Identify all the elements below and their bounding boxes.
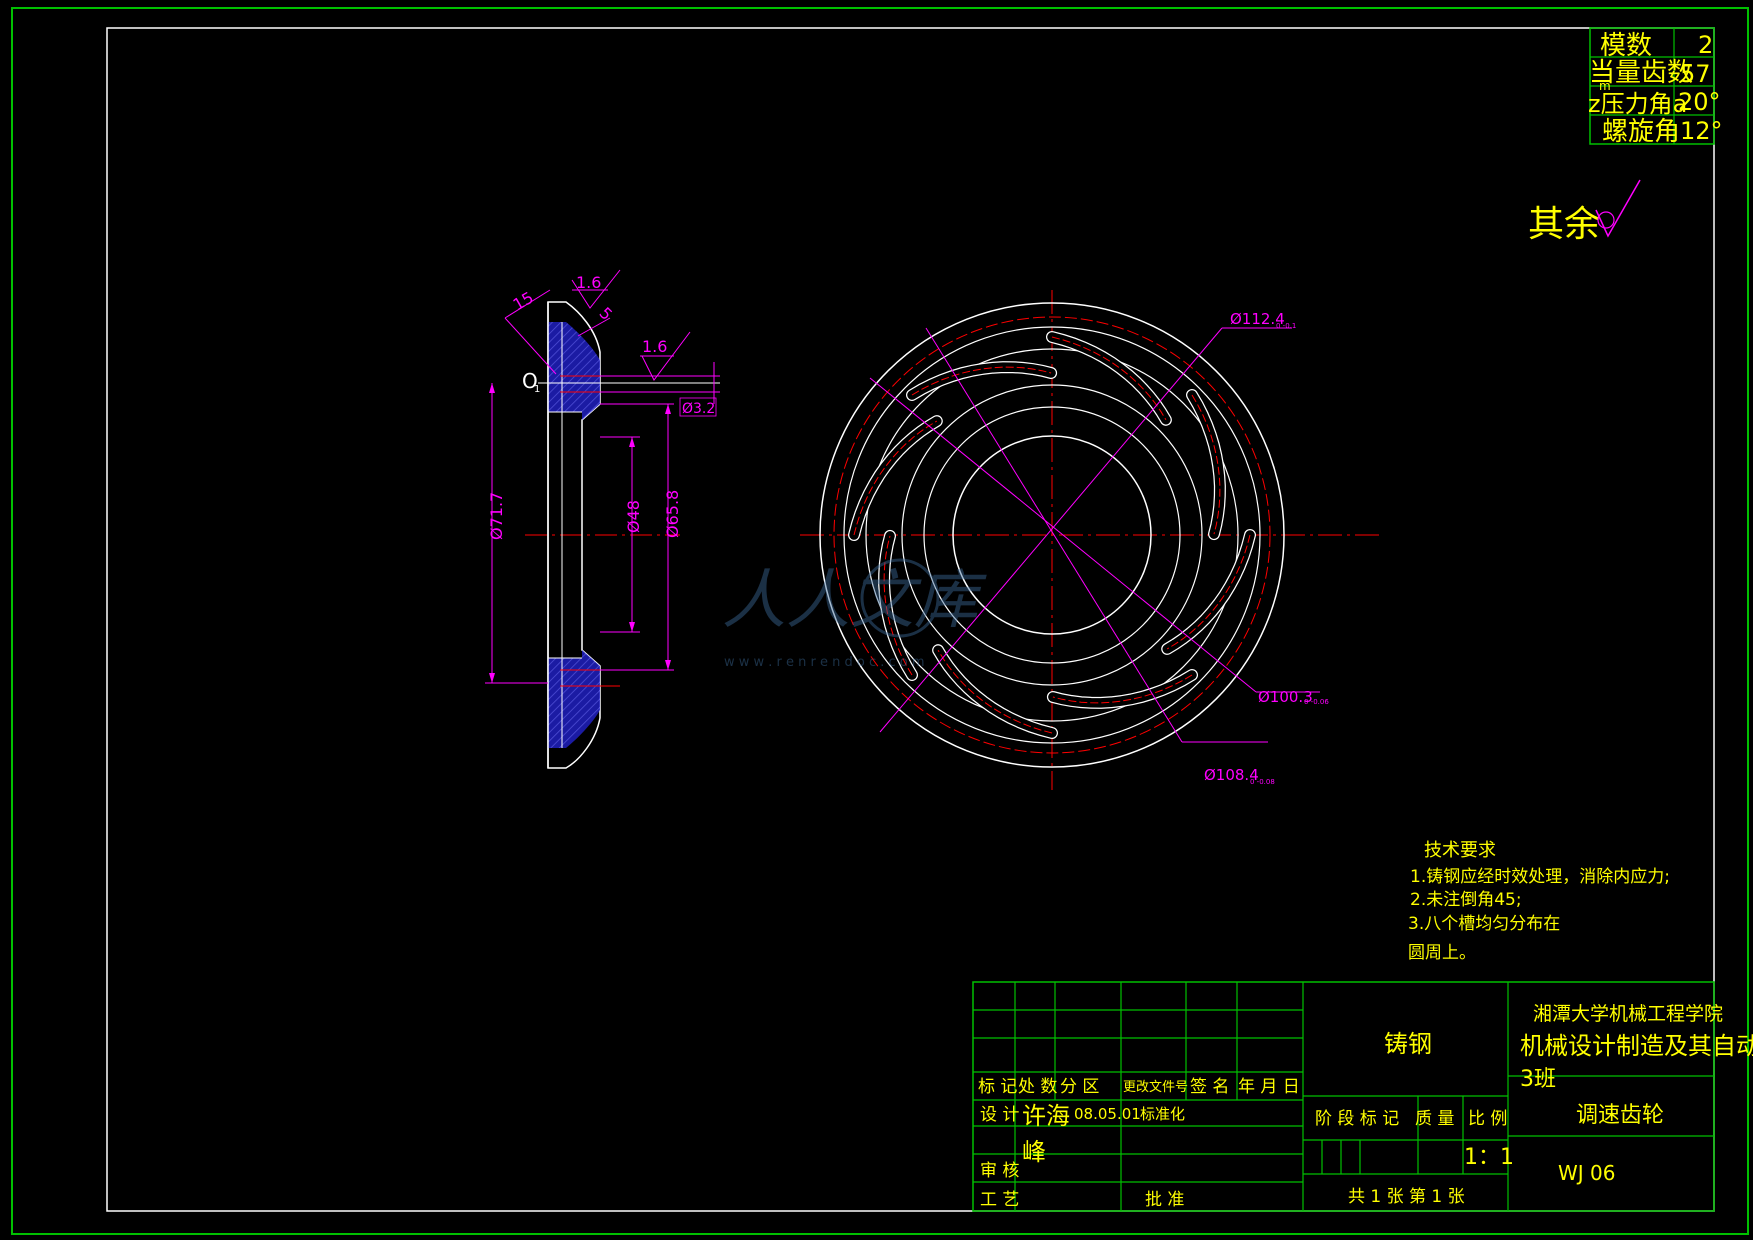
process-label: 工 艺	[980, 1190, 1019, 1210]
disk-outer	[819, 302, 1285, 768]
param-value-teeth: 57	[1680, 60, 1711, 88]
dim-d32: Ø3.2	[682, 401, 715, 417]
title-block	[972, 981, 1715, 1212]
disk-ring-2	[865, 348, 1239, 722]
tech-req-item-1: 1.铸钢应经时效处理，消除内应力;	[1410, 867, 1670, 887]
param-value-pressure-angle: 20°	[1678, 88, 1721, 116]
slot-centerline	[911, 366, 1052, 396]
designer-name-line1: 许海	[1022, 1102, 1070, 1130]
dim-d717: Ø71.7	[487, 492, 506, 540]
dim-d1003: Ø100.3	[1258, 688, 1313, 706]
outer-frame	[11, 7, 1749, 1235]
slot-centerline	[883, 535, 913, 676]
watermark: 人人文库 w w w . r e n r e n d o c . c o m	[722, 558, 987, 670]
rev-header-date: 年 月 日	[1238, 1077, 1300, 1097]
tech-req-item-4: 圆周上。	[1408, 943, 1476, 963]
rev-header-sign: 签 名	[1190, 1077, 1229, 1097]
disk-red-outer	[833, 316, 1271, 754]
param-label-helix-angle: 螺旋角	[1602, 117, 1680, 147]
drawing-number: WJ 06	[1558, 1161, 1615, 1185]
param-label-teeth-sub: m	[1599, 79, 1611, 93]
tech-req-item-2: 2.未注倒角45;	[1410, 890, 1522, 910]
watermark-logo-circle	[860, 558, 940, 638]
param-value-module: 2	[1698, 31, 1713, 59]
tech-requirements: 技术要求 1.铸钢应经时效处理，消除内应力; 2.未注倒角45; 3.八个槽均匀…	[1408, 840, 1670, 963]
param-label-module: 模数	[1600, 31, 1652, 61]
dim-d1124: Ø112.4	[1230, 310, 1285, 328]
material: 铸钢	[1384, 1030, 1432, 1058]
dim-radius-5: 5	[596, 303, 617, 324]
std-label: 标准化	[1140, 1105, 1185, 1123]
disk-bore	[952, 435, 1152, 635]
slot-centerline	[1051, 336, 1167, 421]
disk-ring-4	[923, 406, 1181, 664]
disk-ring-1	[843, 326, 1261, 744]
title-block-text: 标 记 处 数 分 区 更改文件号 签 名 年 月 日 设 计 许海 峰 08.…	[978, 1003, 1753, 1210]
hatch-bottom	[548, 650, 600, 748]
dim-d1084-tol: 0 -0.08	[1250, 778, 1275, 786]
param-label-pressure-angle: z压力角a	[1588, 90, 1687, 118]
inner-frame	[106, 27, 1715, 1212]
roughness-mid: 1.6	[642, 337, 667, 356]
design-date: 08.05.01	[1074, 1105, 1141, 1123]
slot-fill	[1187, 390, 1225, 539]
rev-header-count: 处 数	[1018, 1077, 1057, 1097]
side-view: O 1 15 5 1.6 1.6 Ø3.2 Ø71.7 Ø48	[485, 269, 720, 769]
dim-angle-15: 15	[510, 288, 537, 315]
designer-name-line2: 峰	[1022, 1138, 1046, 1166]
o1-label: O	[522, 369, 538, 393]
dim-d658: Ø65.8	[663, 490, 682, 538]
front-view: Ø112.4 0 -0.1 Ø100.3 0 -0.06 Ø108.4 0 -0…	[800, 290, 1380, 790]
hatch-top	[548, 322, 600, 420]
dim-d1084: Ø108.4	[1204, 766, 1259, 784]
design-label: 设 计	[980, 1105, 1019, 1125]
slot-centerline	[1052, 674, 1193, 704]
roughness-top: 1.6	[576, 273, 601, 292]
param-label-teeth: 当量齿数	[1589, 58, 1693, 88]
roughness-rest-label: 其余	[1528, 204, 1600, 245]
rev-header-mark: 标 记	[978, 1077, 1017, 1097]
parameter-table: 模数 2 当量齿数 57 m z压力角a 20° 螺旋角 12°	[1588, 27, 1723, 147]
rev-header-zone: 分 区	[1060, 1077, 1099, 1097]
mass-label: 质 量	[1415, 1109, 1454, 1129]
roughness-rest: 其余	[1528, 179, 1641, 245]
dim-d48: Ø48	[624, 500, 643, 533]
slot-centerline	[853, 420, 938, 536]
scale-value: 1：1	[1464, 1145, 1514, 1170]
roughness-symbol	[1595, 179, 1641, 238]
watermark-logo-text: 人人文库	[722, 564, 987, 638]
approve-label: 批 准	[1145, 1190, 1184, 1210]
part-name: 调速齿轮	[1576, 1103, 1664, 1128]
tech-req-title: 技术要求	[1424, 840, 1496, 861]
roughness-circle	[1597, 211, 1615, 229]
major-name: 机械设计制造及其自动化	[1520, 1032, 1753, 1060]
dim-d1003-tol: 0 -0.06	[1304, 698, 1329, 706]
slot-centerline	[937, 649, 1053, 734]
disk-ring-3	[901, 384, 1203, 686]
param-value-helix-angle: 12°	[1680, 117, 1723, 145]
o1-sub: 1	[534, 384, 540, 395]
slot-fill	[907, 362, 1056, 400]
school-name: 湘潭大学机械工程学院	[1533, 1003, 1723, 1025]
spiral-slots	[848, 331, 1256, 739]
tech-req-item-3: 3.八个槽均匀分布在	[1408, 914, 1560, 934]
slot-fill	[1048, 670, 1197, 708]
sheet-count: 共 1 张 第 1 张	[1348, 1187, 1465, 1207]
scale-label: 比 例	[1468, 1109, 1507, 1129]
stage-label: 阶 段 标 记	[1315, 1109, 1399, 1129]
slot-centerline	[1191, 394, 1221, 535]
class-name: 3班	[1520, 1067, 1556, 1092]
rev-header-docno: 更改文件号	[1123, 1080, 1188, 1095]
review-label: 审 核	[980, 1161, 1019, 1181]
slot-centerline	[1166, 534, 1251, 650]
watermark-url: w w w . r e n r e n d o c . c o m	[724, 655, 925, 670]
dim-d1124-tol: 0 -0.1	[1276, 322, 1296, 330]
